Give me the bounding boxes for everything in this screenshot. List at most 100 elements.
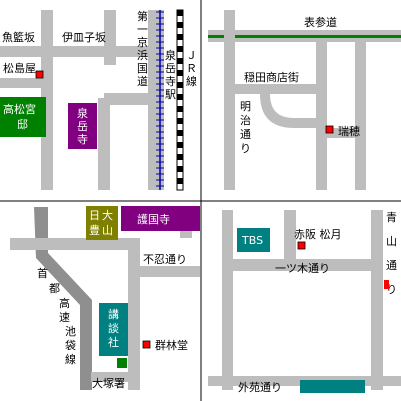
svg-text:一: 一: [137, 23, 148, 36]
road-isarago: [0, 46, 148, 57]
sengakuji-temple-block: [68, 103, 97, 149]
matsushimaya-label: 松島屋: [3, 61, 36, 75]
sengakuji-station-label: 泉 岳 寺 駅: [165, 48, 176, 101]
svg-text:高: 高: [59, 296, 70, 310]
map-akasaka: TBS 赤阪 松月 一ツ木通り 青 山 通 り 外苑通り: [208, 210, 401, 394]
takamatsunomiya-label-2: 邸: [17, 118, 28, 131]
tbs-label: TBS: [241, 234, 263, 247]
kodansha-green-marker: [117, 358, 127, 368]
road-shinobazu-vertical: [128, 238, 140, 390]
zuiho-label: 瑞穂: [338, 124, 360, 138]
gaien-teal-block: [300, 380, 365, 393]
road-daiichi-keihin: [148, 10, 164, 190]
matsushimaya-marker: [35, 70, 44, 79]
svg-text:第: 第: [137, 9, 148, 23]
road-gokokuji-west: [10, 238, 134, 250]
uodanazaka-label: 魚籃坂: [2, 30, 35, 44]
svg-text:Ｒ: Ｒ: [186, 62, 197, 75]
svg-text:泉: 泉: [165, 48, 176, 62]
kodansha-block: [99, 303, 128, 356]
road-east-edge: [355, 42, 366, 190]
road-akasaka-west: [222, 210, 233, 390]
road-hitotsugi: [233, 259, 371, 271]
gokokuji-temple-block: [121, 206, 200, 231]
road-matsushimaya: [0, 78, 41, 88]
svg-text:青: 青: [386, 211, 397, 224]
aoyama-red-marker: [384, 280, 389, 289]
road-sengakuji-approach: [104, 93, 148, 105]
road-aoyama: [371, 210, 383, 390]
gunrindo-marker: [142, 340, 151, 349]
svg-text:治: 治: [240, 113, 251, 127]
road-shinobazu: [140, 266, 200, 277]
road-onden-horizontal: [235, 84, 316, 94]
svg-text:国: 国: [137, 62, 148, 75]
svg-text:通: 通: [240, 128, 251, 141]
nihon-daigaku-label-3: 豊: [89, 224, 100, 237]
aoyama-label: 青 山 通 り: [386, 211, 397, 296]
svg-text:り: り: [240, 142, 251, 155]
road-otsuka: [91, 372, 140, 382]
road-isarago-spur: [104, 10, 116, 65]
kodansha-label-3: 社: [108, 335, 119, 349]
svg-text:通: 通: [386, 259, 397, 272]
omotesando-label: 表参道: [304, 15, 337, 29]
svg-text:り: り: [386, 283, 397, 296]
daiichi-keihin-label: 第 一 京 浜 国 道: [137, 9, 148, 88]
svg-text:線: 線: [65, 352, 76, 366]
jr-line-label: Ｊ Ｒ 線: [186, 49, 197, 88]
road-akasaka-north: [284, 210, 296, 259]
svg-text:Ｊ: Ｊ: [186, 49, 197, 62]
svg-text:袋: 袋: [65, 338, 76, 352]
map-omotesando: 表参道 穏田商店街 明 治 通 り 瑞穂: [208, 10, 401, 190]
sengakuji-temple-label-3: 寺: [77, 133, 88, 146]
gaien-label: 外苑通り: [238, 381, 282, 394]
svg-text:線: 線: [186, 74, 197, 88]
svg-text:寺: 寺: [165, 75, 176, 88]
svg-text:首: 首: [37, 266, 48, 280]
road-zuiho-lane: [327, 128, 355, 138]
svg-text:道: 道: [137, 74, 148, 88]
svg-text:明: 明: [240, 100, 251, 113]
otsuka-police-label: 大塚署: [92, 376, 125, 390]
svg-text:池: 池: [65, 325, 76, 338]
svg-text:都: 都: [49, 282, 60, 295]
svg-text:京: 京: [137, 35, 148, 49]
kodansha-label-2: 談: [108, 321, 119, 335]
sengakuji-temple-label-1: 泉: [77, 106, 88, 120]
svg-text:岳: 岳: [165, 62, 176, 75]
matsuzuki-label: 赤阪 松月: [294, 227, 342, 241]
gokokuji-temple-label: 護国寺: [137, 212, 170, 226]
takamatsunomiya-label-1: 高松宮: [3, 102, 36, 116]
shinobazu-label: 不忍通り: [143, 253, 187, 266]
zuiho-marker: [325, 125, 334, 134]
meiji-dori-label: 明 治 通 り: [240, 100, 251, 155]
map-gokokuji: 日 大 豊 山 護国寺 不忍通り 首 都 高 速 池 袋 線 講 談 社 群林堂…: [10, 206, 200, 390]
isarago-label: 伊皿子坂: [62, 31, 106, 44]
gunrindo-label: 群林堂: [155, 338, 188, 352]
onden-label: 穏田商店街: [244, 70, 299, 84]
svg-text:速: 速: [59, 311, 70, 324]
sengakuji-temple-label-2: 岳: [77, 120, 88, 133]
svg-text:駅: 駅: [165, 88, 176, 101]
tbs-block: [237, 228, 270, 252]
rail-keikyu-ties: [156, 11, 164, 187]
road-sengakuji-lower: [98, 98, 110, 190]
nihon-daigaku-label-4: 山: [102, 224, 113, 237]
nihon-daigaku-label-1: 日: [89, 209, 100, 222]
expressway-label: 首 都 高 速 池 袋 線: [37, 266, 76, 366]
matsuzuki-marker: [297, 241, 306, 250]
svg-text:山: 山: [386, 235, 397, 248]
nihon-daigaku-block: [86, 206, 118, 240]
takamatsunomiya-block: [0, 97, 46, 137]
road-meiji-east: [316, 42, 327, 190]
svg-text:浜: 浜: [137, 49, 148, 62]
nihon-daigaku-label-2: 大: [102, 208, 113, 222]
kodansha-label-1: 講: [108, 307, 119, 321]
road-meiji-west: [224, 10, 235, 190]
road-expressway: [34, 207, 92, 390]
map-sengakuji: 高松宮 邸 泉 岳 寺 松島屋 魚籃坂 伊皿子坂 第 一 京 浜 国 道 泉 岳…: [0, 9, 197, 191]
omotesando-green-line: [208, 35, 401, 38]
